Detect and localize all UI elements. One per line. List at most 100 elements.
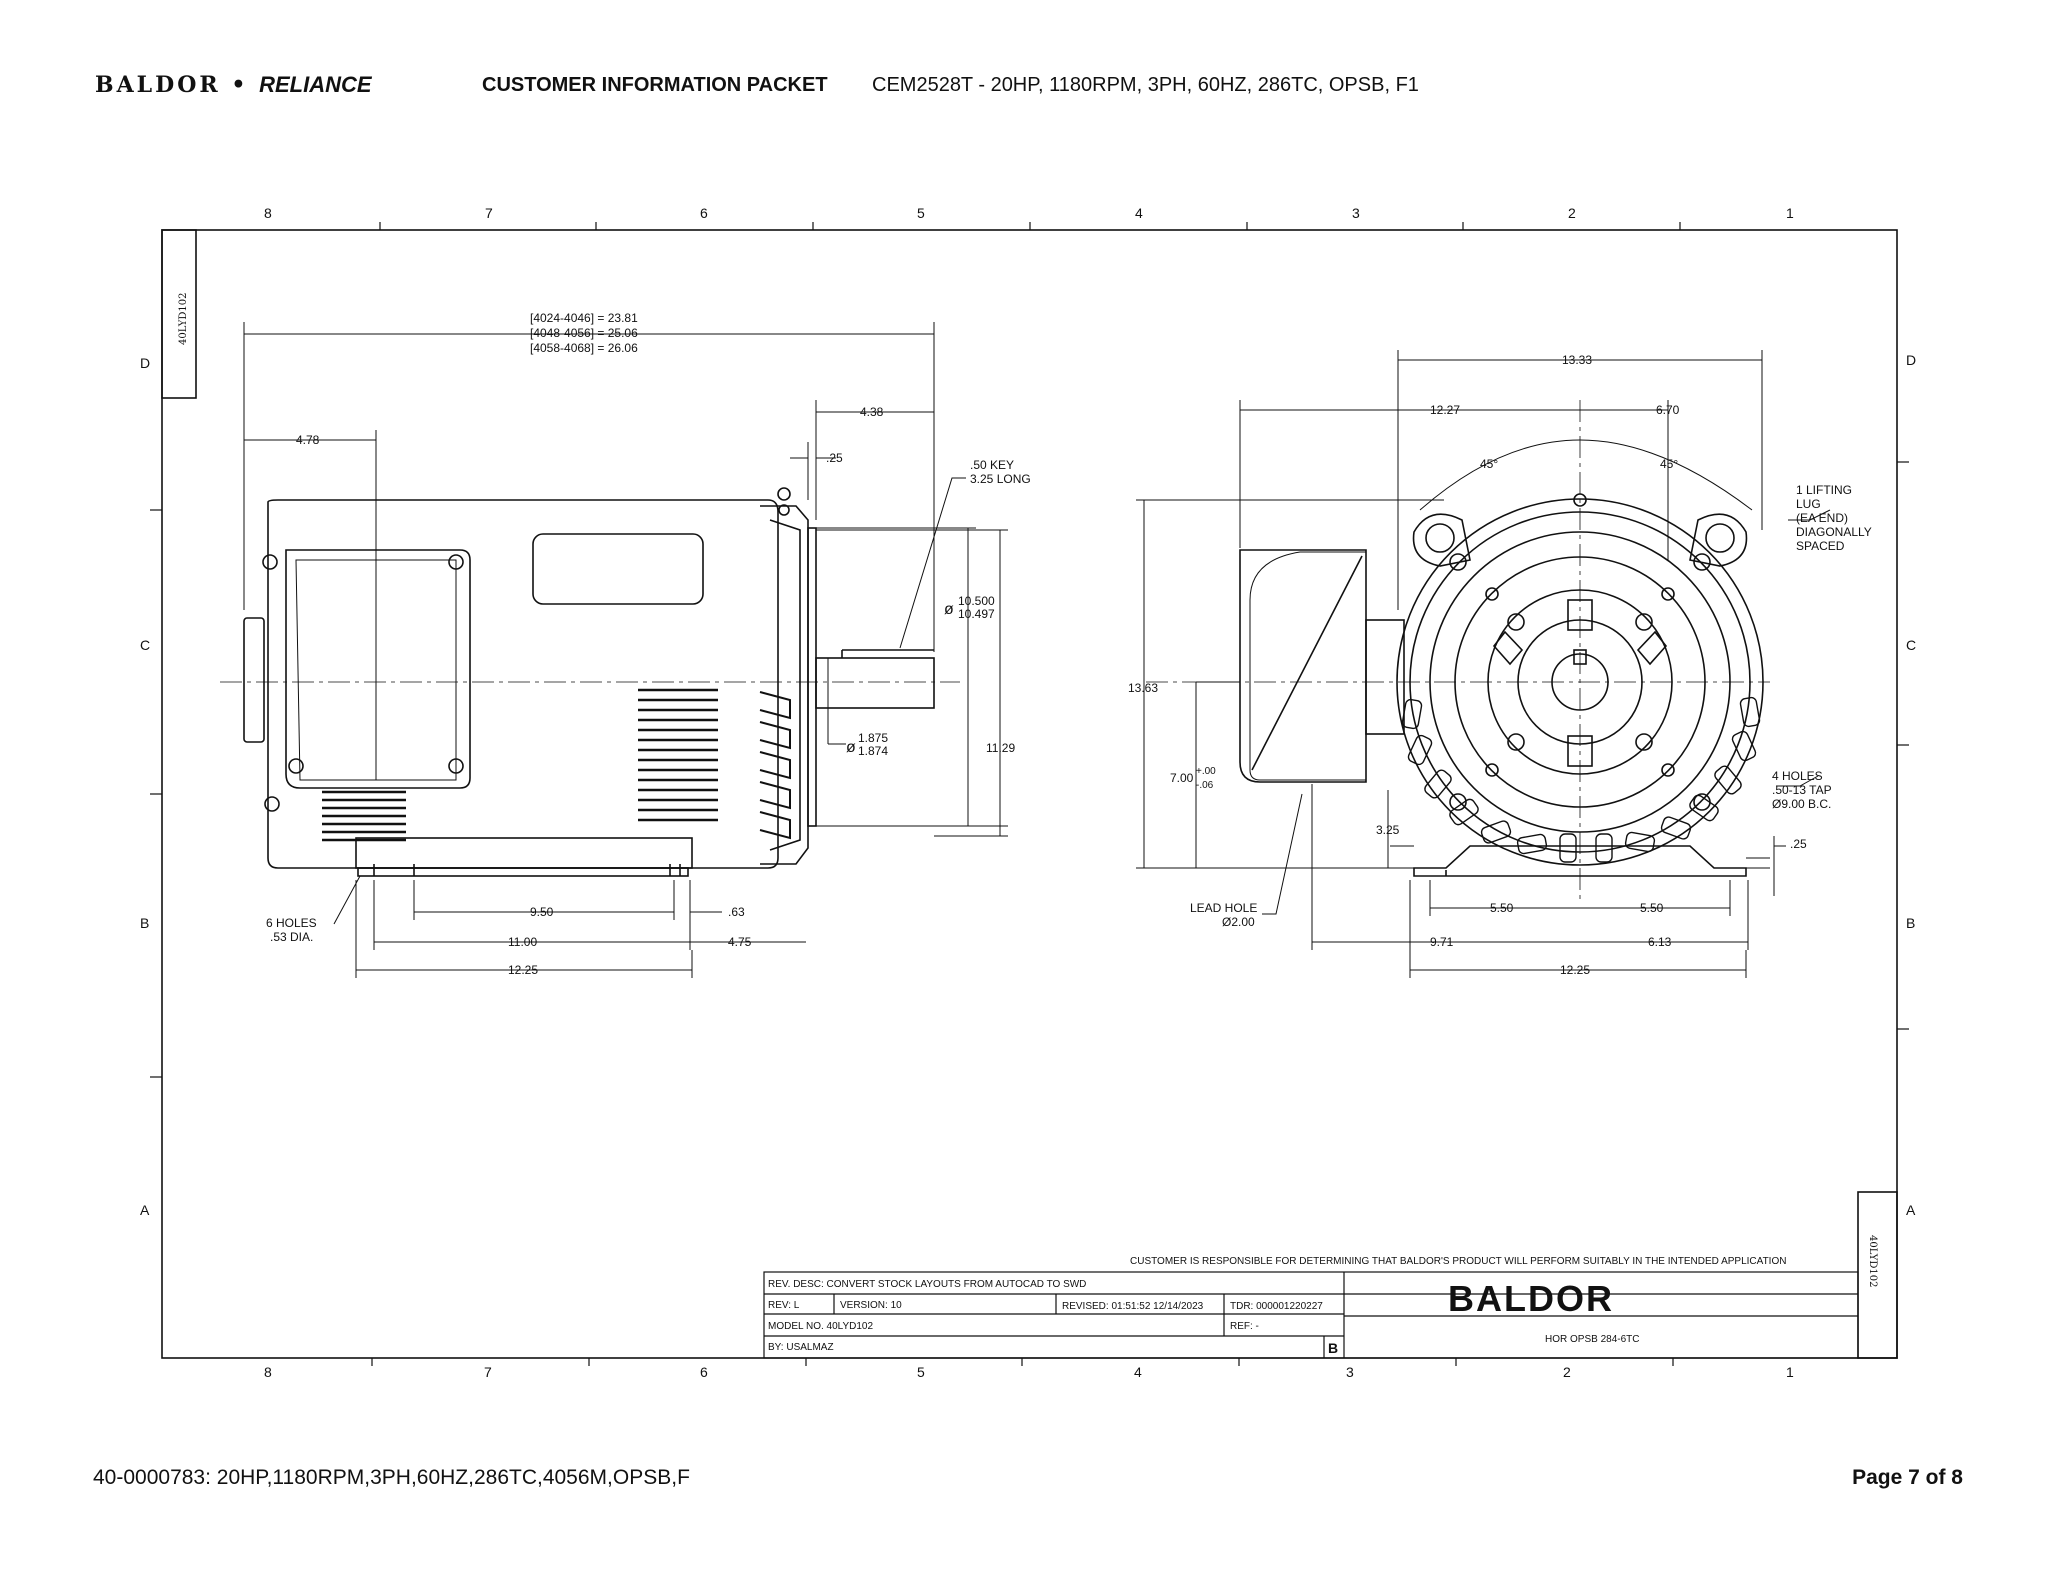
tdr: TDR: 000001220227 xyxy=(1230,1301,1323,1312)
col-label-4: 4 xyxy=(1135,205,1143,221)
dim-5-50-right: 5.50 xyxy=(1640,901,1664,915)
disclaimer: CUSTOMER IS RESPONSIBLE FOR DETERMINING … xyxy=(1130,1256,1786,1267)
row-label-c: C xyxy=(140,637,150,653)
foot-holes-1: 6 HOLES xyxy=(266,916,317,930)
shaft-dia-upper: 1.875 xyxy=(858,731,888,745)
col-label-5: 5 xyxy=(917,205,925,221)
baldor-reliance-logo: BALDOR • RELIANCE xyxy=(95,72,372,98)
sheet-size: B xyxy=(1328,1340,1338,1356)
footer-model-info: 40-0000783: 20HP,1180RPM,3PH,60HZ,286TC,… xyxy=(93,1466,690,1489)
col-label-8: 8 xyxy=(264,205,272,221)
drawing-id-right: 40LYD102 xyxy=(1867,1235,1878,1287)
dim-11-29: 11.29 xyxy=(986,741,1015,755)
row-label-a: A xyxy=(140,1202,150,1218)
col-label-7: 7 xyxy=(485,205,493,221)
drawing-id-top: 40LYD102 xyxy=(178,293,189,345)
col-label-5-bottom: 5 xyxy=(917,1364,925,1380)
shaft-diameter-symbol: ø xyxy=(846,739,856,756)
col-label-4-bottom: 4 xyxy=(1134,1364,1142,1380)
dim-3-25: 3.25 xyxy=(1376,823,1400,837)
row-label-d-right: D xyxy=(1906,352,1916,368)
dim-0-25-foot: .25 xyxy=(1790,837,1807,851)
row-label-b: B xyxy=(140,915,149,931)
angle-left: 45° xyxy=(1480,457,1498,471)
key-label-2: 3.25 LONG xyxy=(970,472,1031,486)
rev: REV: L xyxy=(768,1300,800,1311)
packet-title: CUSTOMER INFORMATION PACKET xyxy=(482,74,828,96)
row-label-d: D xyxy=(140,355,150,371)
dim-7-00: 7.00 xyxy=(1170,771,1194,785)
col-label-1: 1 xyxy=(1786,205,1794,221)
dim-12-25-end: 12.25 xyxy=(1560,963,1590,977)
lifting-lug-4: DIAGONALLY xyxy=(1796,525,1872,539)
side-view xyxy=(243,487,935,877)
overall-length-1: [4024-4046] = 23.81 xyxy=(530,311,638,325)
row-label-b-right: B xyxy=(1906,915,1915,931)
dim-4-75: 4.75 xyxy=(728,935,752,949)
tap-holes-1: 4 HOLES xyxy=(1772,769,1823,783)
dim-0-25: .25 xyxy=(826,451,843,465)
lifting-lug-3: (EA END) xyxy=(1796,511,1848,525)
col-label-3-bottom: 3 xyxy=(1346,1364,1354,1380)
col-label-8-bottom: 8 xyxy=(264,1364,272,1380)
col-label-7-bottom: 7 xyxy=(484,1364,492,1380)
rev-desc: REV. DESC: CONVERT STOCK LAYOUTS FROM AU… xyxy=(768,1279,1086,1290)
dim-5-50-left: 5.50 xyxy=(1490,901,1514,915)
overall-length-2: [4048-4056] = 25.06 xyxy=(530,326,638,340)
dim-11-00: 11.00 xyxy=(508,935,537,949)
baldor-logo: BALDOR xyxy=(1448,1278,1614,1319)
title-block xyxy=(763,1271,1859,1359)
dim-6-70: 6.70 xyxy=(1656,403,1680,417)
model-no: MODEL NO. 40LYD102 xyxy=(768,1321,873,1332)
col-label-1-bottom: 1 xyxy=(1786,1364,1794,1380)
tol-plus: +.00 xyxy=(1196,766,1216,777)
brand-reliance: RELIANCE xyxy=(259,72,372,97)
drawing-description: HOR OPSB 284-6TC xyxy=(1545,1334,1639,1345)
lead-hole-2: Ø2.00 xyxy=(1222,915,1255,929)
dim-13-33: 13.33 xyxy=(1562,353,1592,367)
col-label-6: 6 xyxy=(700,205,708,221)
col-label-2: 2 xyxy=(1568,205,1576,221)
revised: REVISED: 01:51:52 12/14/2023 xyxy=(1062,1301,1204,1312)
side-view-dimensions xyxy=(243,322,1008,978)
key-label-1: .50 KEY xyxy=(970,458,1014,472)
end-view xyxy=(1239,493,1764,877)
pilot-dia-lower: 10.497 xyxy=(958,607,995,621)
dim-6-13: 6.13 xyxy=(1648,935,1672,949)
dim-4-38: 4.38 xyxy=(860,405,884,419)
page-number: Page 7 of 8 xyxy=(1852,1466,1963,1489)
row-label-c-right: C xyxy=(1906,637,1916,653)
dim-13-63: 13.63 xyxy=(1128,681,1158,695)
tap-holes-2: .50-13 TAP xyxy=(1772,783,1832,797)
shaft-dia-lower: 1.874 xyxy=(858,744,888,758)
foot-holes-2: .53 DIA. xyxy=(270,930,313,944)
col-label-3: 3 xyxy=(1352,205,1360,221)
dim-0-63: .63 xyxy=(728,905,745,919)
col-label-2-bottom: 2 xyxy=(1563,1364,1571,1380)
brand-dot: • xyxy=(231,72,249,98)
end-view-dimensions xyxy=(1136,350,1831,978)
row-label-a-right: A xyxy=(1906,1202,1916,1218)
drawing-id-box-top xyxy=(161,229,197,399)
tol-minus: -.06 xyxy=(1196,780,1214,791)
col-label-6-bottom: 6 xyxy=(700,1364,708,1380)
dim-12-25: 12.25 xyxy=(508,963,538,977)
dim-4-78: 4.78 xyxy=(296,433,320,447)
model-line: CEM2528T - 20HP, 1180RPM, 3PH, 60HZ, 286… xyxy=(872,74,1419,96)
lifting-lug-5: SPACED xyxy=(1796,539,1845,553)
dim-9-50: 9.50 xyxy=(530,905,554,919)
angle-right: 45° xyxy=(1660,457,1678,471)
drawn-by: BY: USALMAZ xyxy=(768,1342,834,1353)
version: VERSION: 10 xyxy=(840,1300,902,1311)
tap-holes-3: Ø9.00 B.C. xyxy=(1772,797,1831,811)
overall-length-3: [4058-4068] = 26.06 xyxy=(530,341,638,355)
pilot-dia-upper: 10.500 xyxy=(958,594,995,608)
lifting-lug-1: 1 LIFTING xyxy=(1796,483,1852,497)
pilot-diameter-symbol: ø xyxy=(944,601,954,618)
lifting-lug-2: LUG xyxy=(1796,497,1821,511)
ref: REF: - xyxy=(1230,1321,1259,1332)
dim-12-27: 12.27 xyxy=(1430,403,1460,417)
dim-9-71: 9.71 xyxy=(1430,935,1454,949)
lead-hole-1: LEAD HOLE xyxy=(1190,901,1257,915)
